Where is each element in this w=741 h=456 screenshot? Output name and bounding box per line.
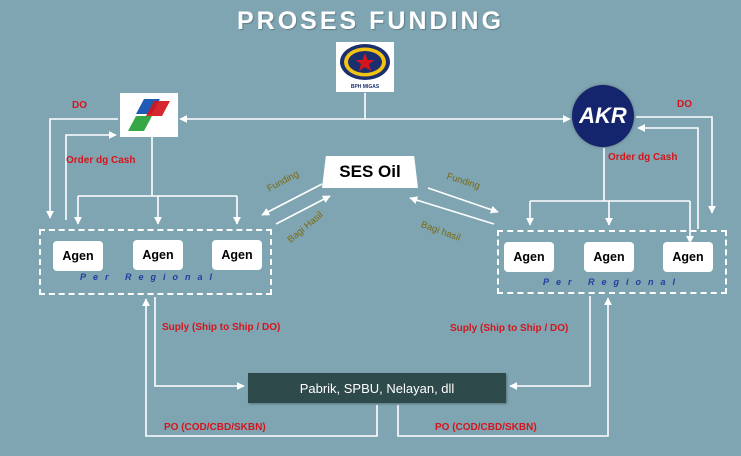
agen-box-left-2: Agen bbox=[133, 240, 183, 270]
region-right bbox=[497, 230, 727, 294]
po-label-right: PO (COD/CBD/SKBN) bbox=[435, 422, 537, 433]
left-do-loop bbox=[46, 118, 118, 219]
ses-funding-right bbox=[427, 187, 499, 214]
right-do-loop bbox=[636, 116, 716, 214]
suply-label-right: Suply (Ship to Ship / DO) bbox=[450, 323, 569, 334]
region-left bbox=[39, 229, 272, 295]
suply-label-left: Suply (Ship to Ship / DO) bbox=[162, 322, 281, 333]
agen-box-right-1: Agen bbox=[504, 242, 554, 272]
do-label-left: DO bbox=[72, 100, 87, 111]
agen-box-right-2: Agen bbox=[584, 242, 634, 272]
per-regional-label-left: Per Regional bbox=[80, 272, 220, 282]
bph-label: BPH MIGAS bbox=[350, 84, 380, 90]
order-cash-label-left: Order dg Cash bbox=[66, 155, 136, 166]
akr-logo: AKR bbox=[572, 85, 634, 147]
ses-bagihasil-right bbox=[409, 196, 495, 225]
ses-oil-box: SES Oil bbox=[322, 156, 418, 188]
bph-migas-logo: BPH MIGAS bbox=[336, 42, 394, 92]
right-po-line bbox=[397, 297, 612, 437]
per-regional-label-right: Per Regional bbox=[543, 277, 683, 287]
ses-funding-left bbox=[261, 183, 323, 216]
right-suply-line bbox=[509, 296, 591, 390]
pertamina-logo bbox=[120, 93, 178, 137]
left-po-line bbox=[142, 298, 378, 437]
pabrik-spbu-box: Pabrik, SPBU, Nelayan, dll bbox=[248, 373, 506, 403]
order-cash-label-right: Order dg Cash bbox=[608, 152, 678, 163]
right-order-line bbox=[637, 124, 699, 229]
ses-bagihasil-left bbox=[275, 195, 331, 225]
pertamina-icon bbox=[128, 99, 170, 131]
left-suply-line bbox=[154, 297, 245, 390]
bph-emblem-icon bbox=[340, 44, 390, 80]
po-label-left: PO (COD/CBD/SKBN) bbox=[164, 422, 266, 433]
agen-box-left-1: Agen bbox=[53, 241, 103, 271]
left-order-line bbox=[65, 131, 117, 220]
agen-box-right-3: Agen bbox=[663, 242, 713, 272]
diagram-title: PROSES FUNDING bbox=[236, 7, 505, 35]
do-label-right: DO bbox=[677, 99, 692, 110]
agen-box-left-3: Agen bbox=[212, 240, 262, 270]
